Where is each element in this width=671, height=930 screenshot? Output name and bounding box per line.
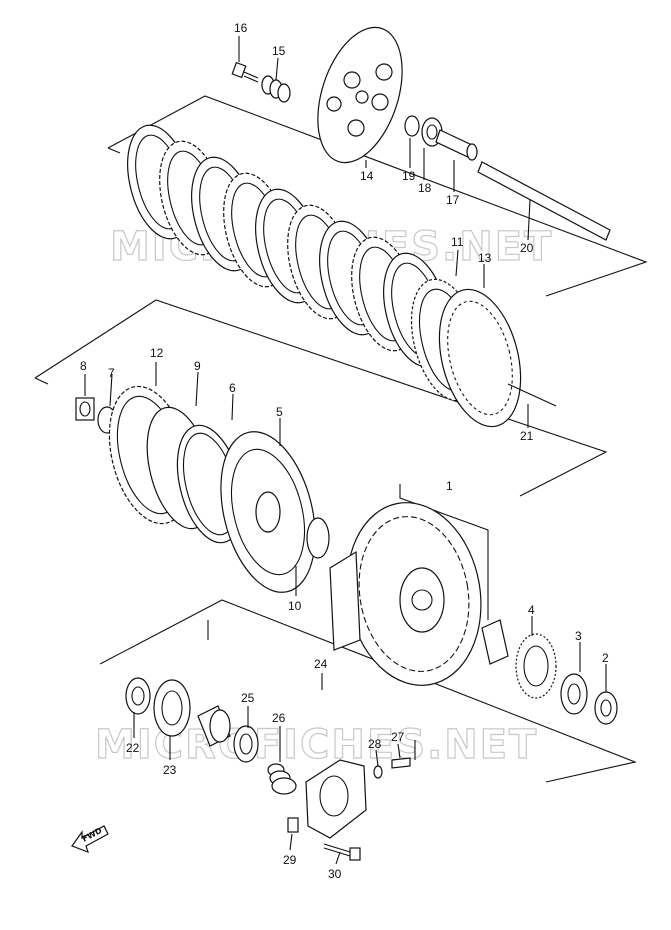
part-21-pin bbox=[507, 383, 557, 407]
label-11: 11 bbox=[451, 235, 464, 249]
label-17: 17 bbox=[446, 193, 460, 207]
fwd-arrow-icon: FWD bbox=[71, 825, 109, 854]
label-27: 27 bbox=[391, 730, 405, 744]
part-25-seal bbox=[233, 725, 259, 763]
label-19: 19 bbox=[402, 169, 416, 183]
part-14-pressure-plate bbox=[317, 26, 403, 164]
label-25: 25 bbox=[241, 691, 255, 705]
part-16-bolt bbox=[231, 61, 259, 83]
part-20-push-rod bbox=[477, 161, 611, 241]
part-29-dowel bbox=[287, 817, 299, 833]
label-9: 9 bbox=[194, 359, 201, 373]
clutch-plate-stack bbox=[127, 124, 449, 368]
part-5-clutch-hub bbox=[220, 431, 316, 593]
label-16: 16 bbox=[234, 21, 248, 35]
label-26: 26 bbox=[272, 711, 286, 725]
part-27-bleeder bbox=[391, 757, 411, 769]
label-22: 22 bbox=[126, 741, 140, 755]
label-18: 18 bbox=[418, 181, 432, 195]
part-3-thrust-washer bbox=[560, 673, 588, 715]
slave-cylinder-body bbox=[305, 759, 367, 839]
label-10: 10 bbox=[288, 599, 302, 613]
part-19-washer bbox=[404, 115, 420, 137]
part-28-cap bbox=[373, 765, 383, 779]
label-30: 30 bbox=[328, 867, 342, 881]
label-7: 7 bbox=[108, 366, 115, 380]
label-24: 24 bbox=[314, 657, 328, 671]
bracket-1 bbox=[399, 484, 489, 620]
leader-lines bbox=[84, 36, 607, 865]
label-14: 14 bbox=[360, 169, 374, 183]
piston-part bbox=[197, 705, 231, 747]
part-17-push-piece bbox=[435, 129, 478, 161]
label-6: 6 bbox=[229, 381, 236, 395]
part-labels: 16 15 14 19 18 17 20 11 13 21 8 7 12 9 6… bbox=[80, 21, 609, 881]
label-13: 13 bbox=[478, 251, 492, 265]
label-5: 5 bbox=[276, 405, 283, 419]
bracket-middle bbox=[34, 299, 608, 497]
part-10-washer bbox=[306, 517, 330, 559]
part-30-bolt bbox=[323, 843, 361, 861]
part-23-bearing bbox=[153, 679, 191, 737]
part-2-washer bbox=[594, 691, 618, 725]
part-26-spring bbox=[267, 763, 297, 795]
label-8: 8 bbox=[80, 359, 87, 373]
label-21: 21 bbox=[520, 429, 534, 443]
label-23: 23 bbox=[163, 763, 177, 777]
part-15-spring bbox=[261, 75, 291, 103]
label-28: 28 bbox=[368, 737, 382, 751]
part-22-oil-seal bbox=[125, 677, 151, 715]
label-4: 4 bbox=[528, 603, 535, 617]
part-4-needle-bearing bbox=[481, 619, 557, 699]
part-13-plate bbox=[438, 288, 522, 428]
label-3: 3 bbox=[575, 629, 582, 643]
label-29: 29 bbox=[283, 853, 297, 867]
bracket-plate-set bbox=[107, 95, 648, 297]
label-2: 2 bbox=[602, 651, 609, 665]
label-15: 15 bbox=[272, 44, 286, 58]
label-1: 1 bbox=[446, 479, 453, 493]
part-1-clutch-housing bbox=[329, 502, 482, 686]
label-20: 20 bbox=[520, 241, 534, 255]
label-12: 12 bbox=[150, 346, 164, 360]
part-8-nut bbox=[75, 397, 95, 421]
